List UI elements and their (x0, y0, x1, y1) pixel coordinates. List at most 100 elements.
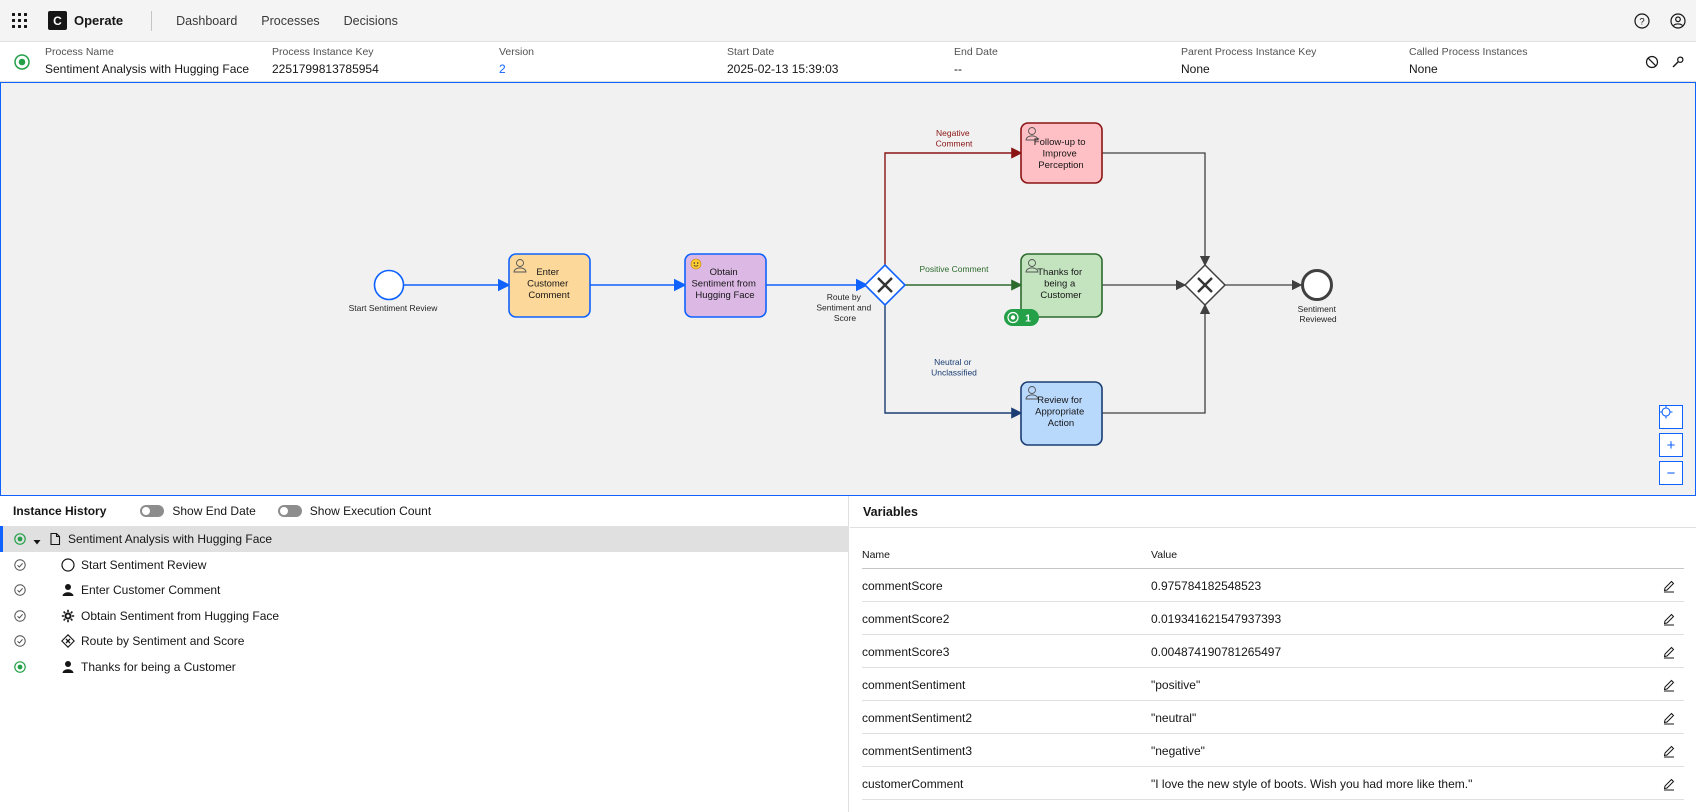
variable-row[interactable]: customerComment "I love the new style of… (862, 767, 1684, 800)
task-label-line: Obtain (710, 267, 738, 278)
field-version: Version 2 (499, 46, 534, 76)
gateway-label-line: Score (834, 313, 856, 323)
task-label-line: Comment (528, 290, 570, 301)
toggle-label: Show Execution Count (309, 504, 432, 518)
toggle-switch[interactable] (140, 505, 165, 517)
brand[interactable]: C Operate (48, 11, 123, 30)
edit-pencil-icon[interactable] (1662, 678, 1676, 692)
history-row-obtain-sentiment[interactable]: Obtain Sentiment from Hugging Face (0, 603, 848, 629)
end-event-label: Reviewed (1299, 314, 1337, 324)
active-state-icon (14, 533, 26, 545)
variable-row[interactable]: commentSentiment "positive" (862, 668, 1684, 701)
start-event[interactable]: Start Sentiment Review (349, 269, 439, 314)
user-task-icon (61, 660, 75, 674)
history-row-gateway[interactable]: Route by Sentiment and Score (0, 628, 848, 654)
task-obtain-sentiment[interactable]: Obtain Sentiment from Hugging Face (684, 253, 767, 318)
variable-name: commentSentiment (862, 678, 966, 692)
history-row-process[interactable]: Sentiment Analysis with Hugging Face (0, 526, 848, 552)
task-label-line: Improve (1043, 149, 1077, 160)
variable-value: 0.004874190781265497 (1151, 645, 1282, 659)
svg-text:Neutral or Unclassified: Neutral or Unclassified (931, 357, 977, 378)
task-review-for-action[interactable]: Review for Appropriate Action (1020, 381, 1103, 446)
toggle-show-end-date[interactable]: Show End Date (140, 504, 256, 518)
document-icon (48, 532, 62, 546)
flow-positive-label: Positive Comment (920, 264, 990, 274)
completed-state-icon (14, 609, 26, 622)
completed-state-icon (14, 558, 26, 571)
cancel-instance-icon[interactable] (1644, 54, 1660, 70)
task-follow-up[interactable]: Follow-up to Improve Perception (1020, 122, 1103, 184)
flow-followup-to-join (1102, 152, 1211, 267)
task-label-line: Appropriate (1035, 407, 1084, 418)
bpmn-diagram-canvas[interactable]: Start Sentiment Review Enter Customer Co… (0, 82, 1696, 496)
field-value: None (1409, 62, 1438, 76)
edit-pencil-icon[interactable] (1662, 744, 1676, 758)
edit-pencil-icon[interactable] (1662, 645, 1676, 659)
svg-text:Review for Appropriate: Review for Appropriate Action (1035, 395, 1087, 429)
task-label-line: Follow-up to (1034, 137, 1086, 148)
instance-history-title: Instance History (13, 504, 107, 518)
gateway-join[interactable] (1183, 263, 1227, 307)
variable-row[interactable]: commentScore 0.975784182548523 (862, 569, 1684, 602)
edit-pencil-icon[interactable] (1662, 711, 1676, 725)
top-navigation-bar: C Operate Dashboard Processes Decisions … (0, 0, 1696, 42)
gateway-route-by-sentiment[interactable]: Route by Sentiment and Score (816, 263, 907, 323)
task-label-line: Hugging Face (695, 290, 754, 301)
toggle-switch[interactable] (277, 505, 302, 517)
task-label-line: Sentiment from (691, 279, 755, 290)
variable-row[interactable]: commentScore2 0.019341621547937393 (862, 602, 1684, 635)
flow-neutral-label: Unclassified (931, 368, 977, 378)
variable-row[interactable]: commentSentiment2 "neutral" (862, 701, 1684, 734)
start-event-icon (61, 557, 75, 572)
task-label-line: Thanks for (1037, 267, 1082, 278)
user-icon (1025, 259, 1039, 273)
task-enter-customer-comment[interactable]: Enter Customer Comment (508, 253, 591, 318)
modify-instance-icon[interactable] (1670, 54, 1686, 70)
reset-icon (1659, 405, 1673, 419)
history-row-label: Start Sentiment Review (81, 557, 207, 572)
gateway-label-line: Sentiment and (816, 303, 871, 313)
history-row-label: Sentiment Analysis with Hugging Face (68, 532, 273, 546)
history-row-start-event[interactable]: Start Sentiment Review (0, 552, 848, 578)
user-task-icon (61, 583, 75, 597)
field-value: 2251799813785954 (272, 62, 379, 76)
service-task-icon (61, 609, 75, 623)
version-link[interactable]: 2 (499, 62, 506, 76)
history-row-enter-comment[interactable]: Enter Customer Comment (0, 577, 848, 603)
edit-pencil-icon[interactable] (1662, 777, 1676, 791)
zoom-in-button[interactable]: + (1659, 433, 1683, 457)
nav-processes[interactable]: Processes (261, 13, 320, 28)
field-value: None (1181, 62, 1210, 76)
history-row-label: Obtain Sentiment from Hugging Face (81, 608, 280, 623)
field-called-instances: Called Process Instances None (1409, 46, 1527, 76)
nav-decisions[interactable]: Decisions (343, 13, 398, 28)
variables-table-header: Name Value (862, 528, 1684, 569)
user-profile-icon[interactable] (1668, 11, 1688, 31)
edit-pencil-icon[interactable] (1662, 579, 1676, 593)
field-label: Process Instance Key (272, 46, 374, 58)
gateway-label-line: Route by (827, 292, 862, 302)
history-row-thanks[interactable]: Thanks for being a Customer (0, 654, 848, 680)
app-switcher-icon[interactable] (0, 0, 38, 42)
nav-dashboard[interactable]: Dashboard (176, 13, 238, 28)
help-icon[interactable]: ? (1632, 11, 1652, 31)
variable-row[interactable]: commentSentiment3 "negative" (862, 734, 1684, 767)
field-label: Called Process Instances (1409, 46, 1528, 58)
edit-pencil-icon[interactable] (1662, 612, 1676, 626)
toggle-show-execution-count[interactable]: Show Execution Count (277, 504, 432, 518)
reset-diagram-zoom-button[interactable] (1659, 405, 1683, 429)
task-label-line: Customer (1040, 290, 1081, 301)
end-event[interactable]: Sentiment Reviewed (1298, 269, 1339, 325)
chevron-down-icon[interactable] (33, 535, 41, 545)
variable-row[interactable]: commentScore3 0.004874190781265497 (862, 635, 1684, 668)
task-thanks-for-being-customer[interactable]: Thanks for being a Customer (1020, 253, 1103, 318)
zoom-out-button[interactable]: − (1659, 461, 1683, 485)
task-label-line: being a (1044, 279, 1076, 290)
variable-value: 0.975784182548523 (1151, 579, 1262, 593)
variable-value: "neutral" (1151, 711, 1197, 725)
hugging-face-icon (690, 258, 702, 270)
active-token-badge[interactable]: 1 (1004, 309, 1039, 326)
svg-text:Route by Sentiment and: Route by Sentiment and Score (816, 292, 873, 323)
variable-value: 0.019341621547937393 (1151, 612, 1282, 626)
variable-name: customerComment (862, 777, 964, 791)
